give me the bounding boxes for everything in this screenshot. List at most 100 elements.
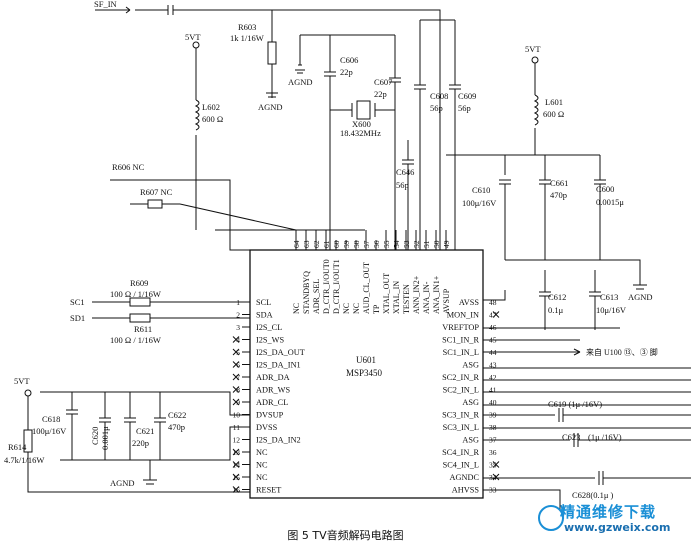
c619-wire — [483, 408, 691, 422]
from-u100-label: 来自 U100 ⑬、③ 脚 — [586, 347, 658, 357]
r603-label: R603 — [238, 22, 256, 32]
r614-body — [23, 429, 33, 453]
v5-right-dot — [531, 56, 539, 64]
watermark-url: www.gzweix.com — [564, 521, 671, 534]
l602-value: 600 Ω — [202, 114, 223, 124]
pin-number-left: 12 — [233, 436, 241, 445]
sf-in-wire — [135, 5, 441, 250]
pin-number-top: 61 — [322, 240, 331, 248]
r606-wire — [110, 179, 296, 251]
nc-mark-icon — [232, 336, 240, 343]
pin-name-right: SC1_IN_R — [442, 336, 479, 345]
pin-number-right: 42 — [489, 373, 497, 382]
c600-label: C600 — [596, 184, 614, 194]
pin-number-right: 44 — [489, 348, 497, 357]
r606-label: R606 NC — [112, 162, 145, 172]
agnd-label-left: AGND — [110, 478, 135, 488]
ic-part: MSP3450 — [346, 368, 383, 378]
sc1-wires — [483, 339, 581, 356]
r603-body — [267, 41, 277, 65]
r607-body — [147, 199, 163, 209]
watermark-logo-icon — [538, 505, 564, 531]
pin-number-right: 36 — [489, 448, 497, 457]
pin-name-left: SDA — [256, 311, 273, 320]
pin-name-top: TP — [372, 304, 381, 314]
c606-wire — [324, 35, 336, 250]
c606-label: C606 — [340, 55, 358, 65]
c613-value: 10μ/16V — [596, 305, 627, 315]
c622-value: 470p — [168, 422, 185, 432]
pin-number-top: 51 — [422, 240, 431, 248]
c613-label: C613 — [600, 292, 618, 302]
nc-mark-icon — [492, 473, 500, 481]
pin-name-top: AVSUP — [442, 288, 451, 314]
r609-value: 100 Ω / 1/16W — [110, 289, 161, 299]
pin-number-left: 9 — [236, 398, 240, 407]
ahvss-wire — [483, 489, 561, 510]
pin-name-left: I2S_CL — [256, 323, 282, 332]
c618-label: C618 — [42, 414, 60, 424]
x600-value: 18.432MHz — [340, 128, 381, 138]
nc-mark-icon — [232, 386, 240, 393]
sc1-label: SC1 — [70, 297, 85, 307]
pin-name-left: I2S_DA_IN1 — [256, 361, 301, 370]
c623-label: C623 — [562, 432, 580, 442]
pin-number-top: 63 — [302, 240, 311, 248]
r609-label: R609 — [130, 278, 148, 288]
r611-body — [129, 313, 151, 323]
c622-wire — [154, 392, 166, 460]
watermark-text: 精通维修下载 — [560, 503, 657, 521]
nc-mark-icon — [232, 398, 240, 406]
top-pin-leads — [295, 230, 447, 250]
pin-name-left: SCL — [256, 298, 271, 307]
r611-value: 100 Ω / 1/16W — [110, 335, 161, 345]
pin-name-right: SC1_IN_L — [443, 348, 479, 357]
c621-label: C621 — [136, 426, 154, 436]
r614-label: R614 — [8, 442, 27, 452]
c608-value: 56p — [430, 103, 443, 113]
pin-name-right: VREFTOP — [442, 323, 479, 332]
c612-wire — [483, 270, 551, 330]
c646-value: 56p — [396, 180, 409, 190]
l601-label: L601 — [545, 97, 563, 107]
component-labels: SF_IN R603 1k 1/16W AGND AGND 5VT 5VT 5V… — [4, 0, 658, 500]
pin-name-right: ASG — [462, 361, 479, 370]
c609-value: 56p — [458, 103, 471, 113]
c612-value: 0.1μ — [548, 305, 564, 315]
x600-wire — [330, 103, 395, 117]
pin-name-top: ANA_IN- — [422, 281, 431, 314]
pin-name-right: ASG — [462, 398, 479, 407]
pin-number-right: 34 — [489, 473, 497, 482]
c608-wire — [414, 20, 426, 250]
c618-value: 100μ/16V — [32, 426, 67, 436]
pin-number-right: 41 — [489, 386, 497, 395]
pin-name-left: DVSS — [256, 423, 278, 432]
pin-name-right: SC3_IN_L — [443, 423, 479, 432]
c620-label: C620 — [90, 427, 100, 445]
nc-mark-icon — [232, 361, 240, 368]
pin-number-top: 60 — [332, 240, 341, 248]
pin-name-left: RESET — [256, 486, 281, 495]
c608-label: C608 — [430, 91, 448, 101]
r603-value: 1k 1/16W — [230, 33, 264, 43]
pin-number-top: 50 — [432, 240, 441, 248]
nc-mark-icon — [232, 486, 240, 493]
pin-name-right: SC4_IN_R — [442, 448, 479, 457]
pin-number-top: 58 — [352, 240, 361, 248]
v5-label-left: 5VT — [185, 32, 201, 42]
pin-name-left: NC — [256, 448, 268, 457]
pin-name-right: AGNDC — [449, 473, 479, 482]
nc-mark-icon — [232, 348, 240, 356]
pin-name-top: XTAL_IN — [392, 281, 401, 314]
nc-mark-icon — [232, 473, 240, 481]
agnd-right-wire — [505, 259, 647, 290]
pin-name-top: ANN_IN2+ — [412, 275, 421, 314]
pin-number-left: 1 — [236, 298, 240, 307]
pin-number-right: 38 — [489, 423, 497, 432]
nc-mark-icon — [232, 373, 240, 381]
sc2-wires — [483, 367, 691, 393]
pin-name-right: AHVSS — [452, 486, 480, 495]
pin-number-left: 6 — [236, 361, 240, 370]
agnd-label-top2: AGND — [288, 77, 313, 87]
